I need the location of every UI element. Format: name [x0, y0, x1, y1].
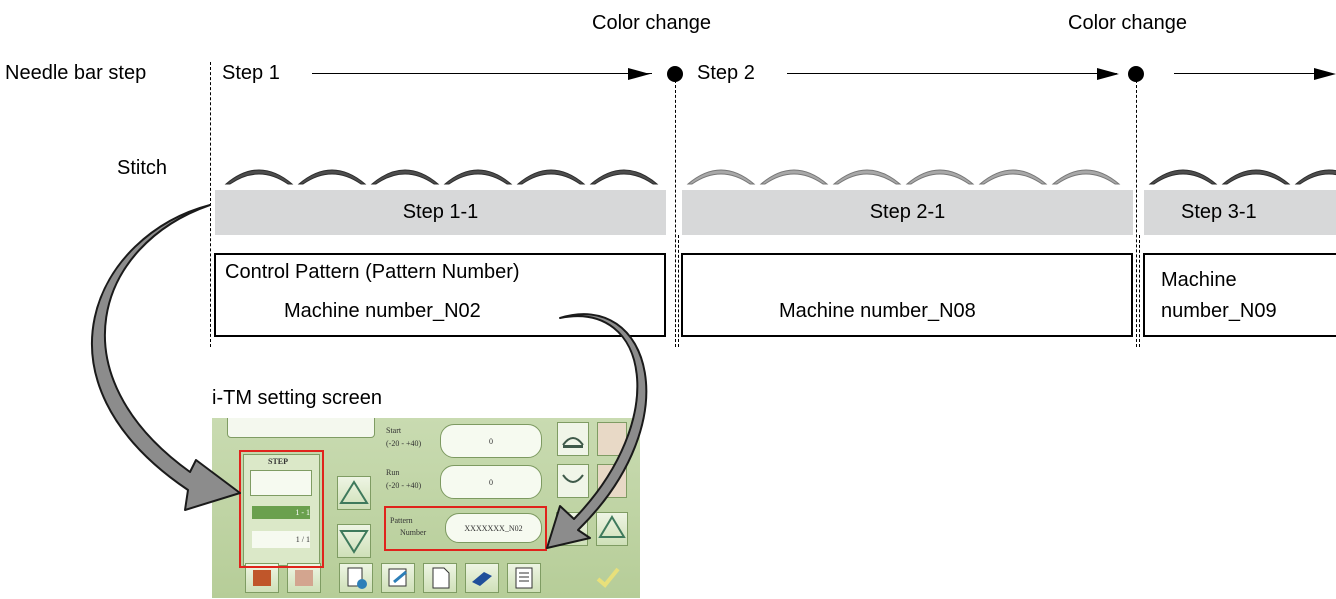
arrow-pattern-to-screen — [546, 313, 648, 549]
scroll-up-button[interactable] — [557, 422, 589, 456]
separator-line-2 — [675, 75, 676, 347]
pattern-label-2: Number — [400, 528, 427, 537]
start-input[interactable]: 0 — [440, 424, 542, 458]
step-display — [250, 470, 312, 496]
color-change-label-2: Color change — [1068, 12, 1187, 34]
screen-caption: i-TM setting screen — [212, 387, 383, 409]
step-arrow-up-icon — [339, 480, 369, 504]
color-change-dot-2 — [1128, 66, 1144, 82]
step-label: STEP — [268, 457, 289, 466]
toolbar-button-2[interactable] — [287, 563, 321, 593]
step-row-1: 1 - 1 — [252, 506, 310, 519]
start-label: Start — [386, 426, 402, 435]
save-disabled-icon — [295, 570, 313, 586]
timeline-arrow-3 — [1174, 73, 1319, 74]
pattern-box-3: Machine number_N09 — [1143, 253, 1336, 337]
step-highlight-box — [239, 450, 324, 568]
step2-label: Step 2 — [697, 62, 755, 84]
pattern-number-highlight-box — [384, 506, 547, 551]
start-range: (-20 - +40) — [386, 439, 422, 448]
list-icon — [515, 567, 533, 589]
machine-number-n02: Machine number_N02 — [284, 300, 481, 322]
pattern-number-input[interactable]: XXXXXXX_N02 — [445, 513, 542, 543]
timeline-arrowhead-2 — [1097, 68, 1119, 80]
run-range: (-20 - +40) — [386, 481, 422, 490]
step-arrow-down-icon — [339, 530, 369, 554]
needle-bar-step-label: Needle bar step — [5, 62, 147, 84]
color-change-dot-1 — [667, 66, 683, 82]
confirm-button[interactable] — [592, 563, 626, 593]
erase-icon — [472, 572, 492, 586]
step-bar-1-1: Step 1-1 — [215, 190, 666, 235]
save-icon — [253, 570, 271, 586]
color-change-label-1: Color change — [592, 12, 711, 34]
separator-line-3 — [1136, 75, 1137, 347]
edit-icon — [388, 568, 407, 587]
machine-number-n09-line2: number_N09 — [1161, 300, 1277, 322]
pattern-box-2: Machine number_N08 — [681, 253, 1133, 337]
separator-line-2b — [678, 235, 679, 347]
top-field — [227, 418, 375, 438]
step-row-2: 1 / 1 — [252, 531, 310, 548]
toolbar-button-1[interactable] — [245, 563, 279, 593]
copy-icon — [347, 567, 367, 589]
step-down-button[interactable] — [337, 524, 371, 558]
confirm-icon — [596, 567, 620, 588]
stitch-label: Stitch — [117, 157, 168, 179]
step-up-button[interactable] — [337, 476, 371, 510]
machine-number-n09-line1: Machine — [1161, 269, 1237, 291]
toolbar-button-6[interactable] — [465, 563, 499, 593]
document-icon — [432, 567, 450, 589]
pattern-box-1: Control Pattern (Pattern Number) Machine… — [214, 253, 666, 337]
toolbar-button-7[interactable] — [507, 563, 541, 593]
value-up-button[interactable] — [596, 512, 628, 546]
separator-line-3b — [1139, 235, 1140, 347]
run-input[interactable]: 0 — [440, 465, 542, 499]
value-up-icon — [598, 515, 626, 538]
timeline-arrowhead-1 — [628, 68, 650, 80]
timeline-arrowhead-3 — [1314, 68, 1336, 80]
machine-number-n08: Machine number_N08 — [779, 300, 976, 322]
step-bar-3-1: Step 3-1 — [1144, 190, 1336, 235]
scroll-down-icon — [562, 474, 584, 483]
scroll-down-button[interactable] — [557, 464, 589, 498]
scroll-up-icon — [562, 437, 584, 448]
timeline-arrow-1 — [312, 73, 652, 74]
toolbar-button-3[interactable] — [339, 563, 373, 593]
run-label: Run — [386, 468, 400, 477]
step1-label: Step 1 — [222, 62, 280, 84]
timeline-arrow-2 — [787, 73, 1117, 74]
pattern-label-1: Pattern — [390, 516, 413, 525]
toolbar-button-5[interactable] — [423, 563, 457, 593]
step-bar-2-1: Step 2-1 — [682, 190, 1133, 235]
toolbar-button-4[interactable] — [381, 563, 415, 593]
arrow-step-to-screen — [91, 204, 241, 511]
control-pattern-title: Control Pattern (Pattern Number) — [225, 261, 520, 283]
